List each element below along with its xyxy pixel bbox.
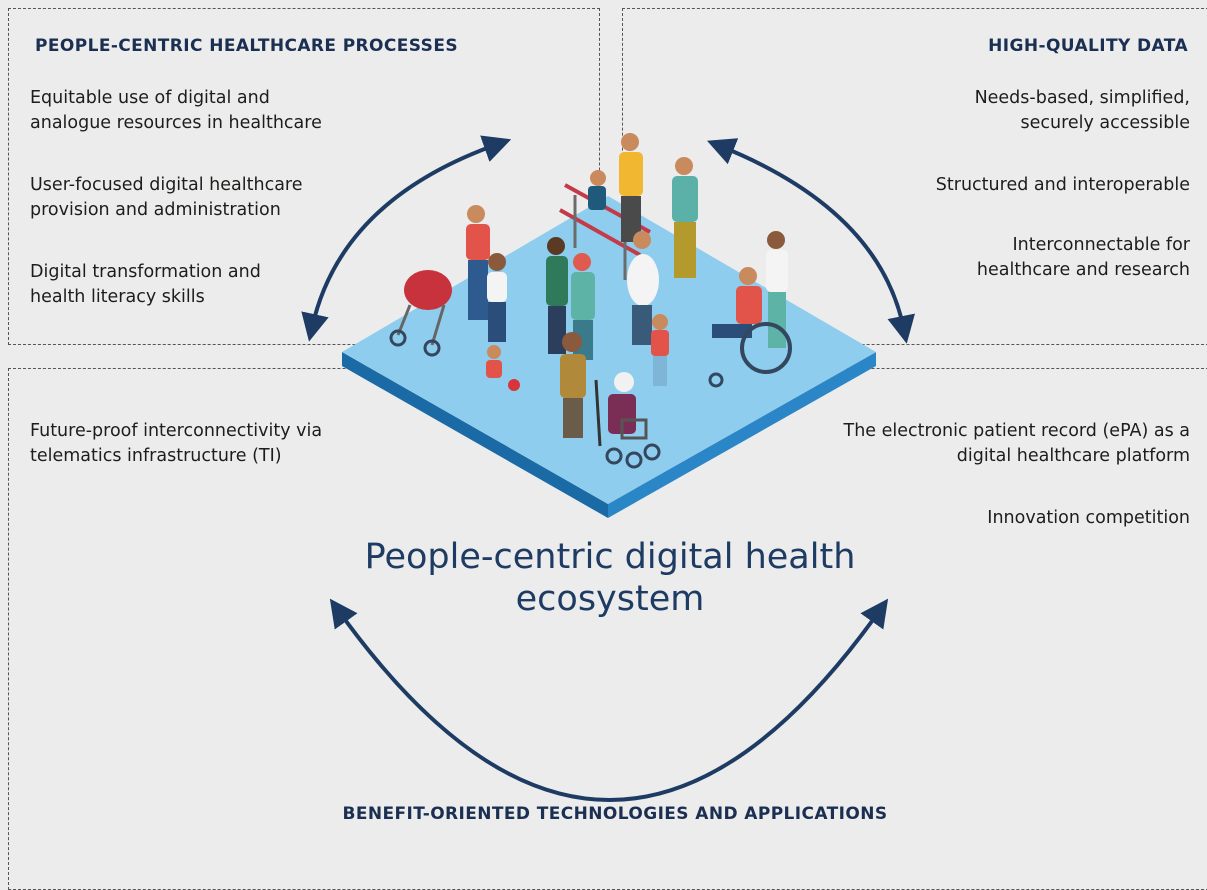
child-with-ball [486, 345, 520, 391]
center-title: People-centric digital health ecosystem [364, 537, 856, 619]
arrow-top-left [301, 135, 512, 342]
pregnant-woman [627, 231, 659, 345]
item-epa: The electronic patient record (ePA) as a… [843, 421, 1190, 466]
elderly-man-cane [560, 332, 602, 447]
cycle-arrows [301, 135, 915, 802]
child-red [651, 314, 669, 386]
arrow-bottom [329, 598, 889, 802]
platform [342, 196, 876, 518]
item-structured: Structured and interoperable [935, 175, 1190, 195]
item-digital-transformation: Digital transformation and health litera… [30, 262, 261, 307]
ecosystem-illustration [301, 133, 915, 802]
heading-benefit-oriented: BENEFIT-ORIENTED TECHNOLOGIES AND APPLIC… [342, 804, 888, 824]
item-equitable-use: Equitable use of digital and analogue re… [30, 88, 322, 133]
elderly-woman-walker [605, 372, 661, 469]
person-on-bars [588, 170, 606, 210]
item-interconnectable: Interconnectable for healthcare and rese… [976, 235, 1190, 280]
item-innovation-competition: Innovation competition [987, 508, 1190, 528]
arrow-top-right [707, 138, 915, 344]
heading-high-quality-data: HIGH-QUALITY DATA [988, 36, 1188, 56]
item-needs-based: Needs-based, simplified, securely access… [974, 88, 1190, 133]
item-future-proof: Future-proof interconnectivity via telem… [30, 421, 323, 466]
person-walking [487, 253, 507, 342]
heading-people-centric-processes: PEOPLE-CENTRIC HEALTHCARE PROCESSES [35, 36, 458, 56]
person-yellow [619, 133, 643, 242]
person-teal-shirt [672, 157, 698, 278]
item-user-focused: User-focused digital healthcare provisio… [30, 175, 303, 220]
person-pushing-stroller [466, 205, 490, 320]
person-center-green [546, 237, 568, 354]
